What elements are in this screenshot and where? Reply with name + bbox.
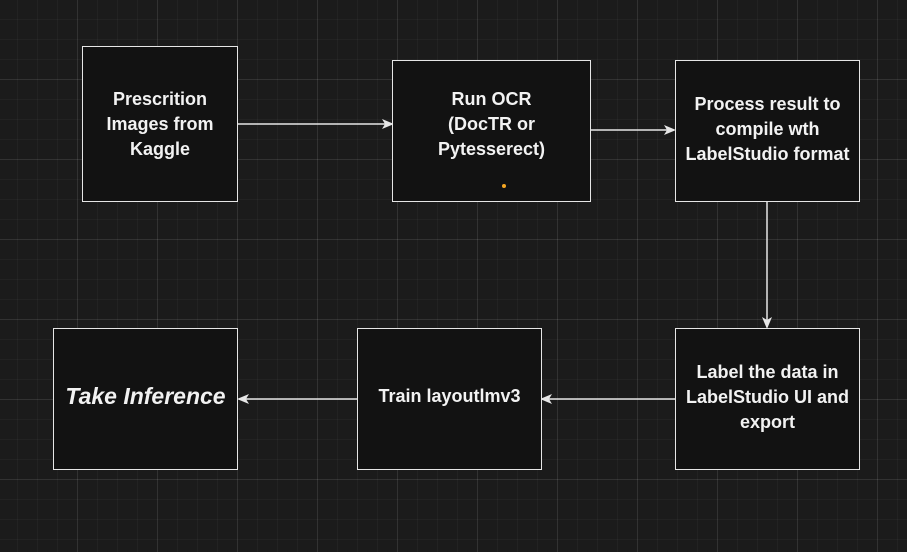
node-take-inference[interactable]: Take Inference: [53, 328, 238, 470]
selection-dot-icon: [502, 184, 506, 188]
node-label: Run OCR (DocTR or Pytesserect): [437, 88, 546, 159]
node-label: Label the data in LabelStudio UI and exp…: [685, 361, 849, 432]
node-label-data[interactable]: Label the data in LabelStudio UI and exp…: [675, 328, 860, 470]
node-prescription-images[interactable]: Prescrition Images from Kaggle: [82, 46, 238, 202]
node-process-result[interactable]: Process result to compile wth LabelStudi…: [675, 60, 860, 202]
node-label: Process result to compile wth LabelStudi…: [685, 93, 850, 164]
node-label: Prescrition Images from Kaggle: [106, 88, 214, 159]
node-train-layoutlmv3[interactable]: Train layoutlmv3: [357, 328, 542, 470]
node-run-ocr[interactable]: Run OCR (DocTR or Pytesserect): [392, 60, 591, 202]
node-label: Train layoutlmv3: [378, 386, 521, 406]
node-label: Take Inference: [65, 383, 226, 409]
